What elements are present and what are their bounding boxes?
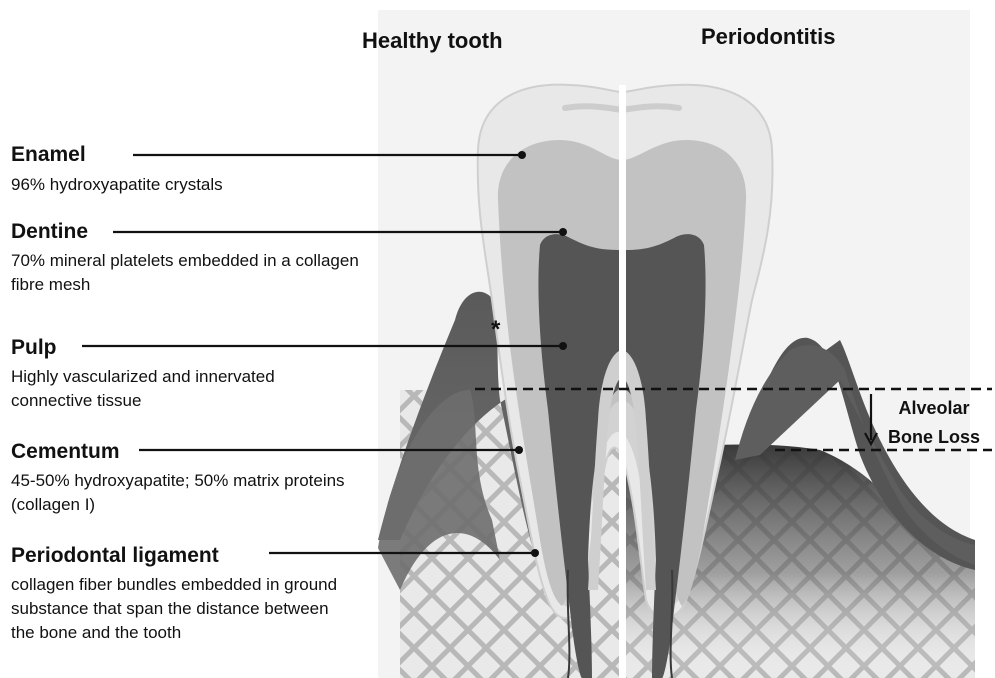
label-dentine-desc: 70% mineral platelets embedded in a coll… [11, 249, 381, 297]
label-dentine-name: Dentine [11, 220, 381, 244]
label-enamel: Enamel 96% hydroxyapatite crystals [11, 143, 223, 197]
label-pulp: Pulp Highly vascularized and innervated … [11, 336, 351, 413]
label-cementum-desc: 45-50% hydroxyapatite; 50% matrix protei… [11, 469, 356, 517]
periodontitis-heading: Periodontitis [701, 24, 835, 50]
label-enamel-desc: 96% hydroxyapatite crystals [11, 173, 223, 197]
center-divider [619, 85, 626, 678]
label-pulp-desc: Highly vascularized and innervated conne… [11, 365, 351, 413]
healthy-tooth-heading: Healthy tooth [362, 28, 503, 54]
asterisk-marker: * [491, 316, 500, 344]
label-dentine: Dentine 70% mineral platelets embedded i… [11, 220, 381, 297]
bone-loss-label-line2: Bone Loss [884, 424, 984, 450]
label-periodontal-ligament-name: Periodontal ligament [11, 544, 356, 568]
label-pulp-name: Pulp [11, 336, 351, 360]
label-enamel-name: Enamel [11, 143, 223, 167]
label-periodontal-ligament: Periodontal ligament collagen fiber bund… [11, 544, 356, 645]
bone-loss-label-line1: Alveolar [884, 395, 984, 421]
label-cementum-name: Cementum [11, 440, 356, 464]
label-cementum: Cementum 45-50% hydroxyapatite; 50% matr… [11, 440, 356, 517]
label-periodontal-ligament-desc: collagen fiber bundles embedded in groun… [11, 573, 356, 645]
